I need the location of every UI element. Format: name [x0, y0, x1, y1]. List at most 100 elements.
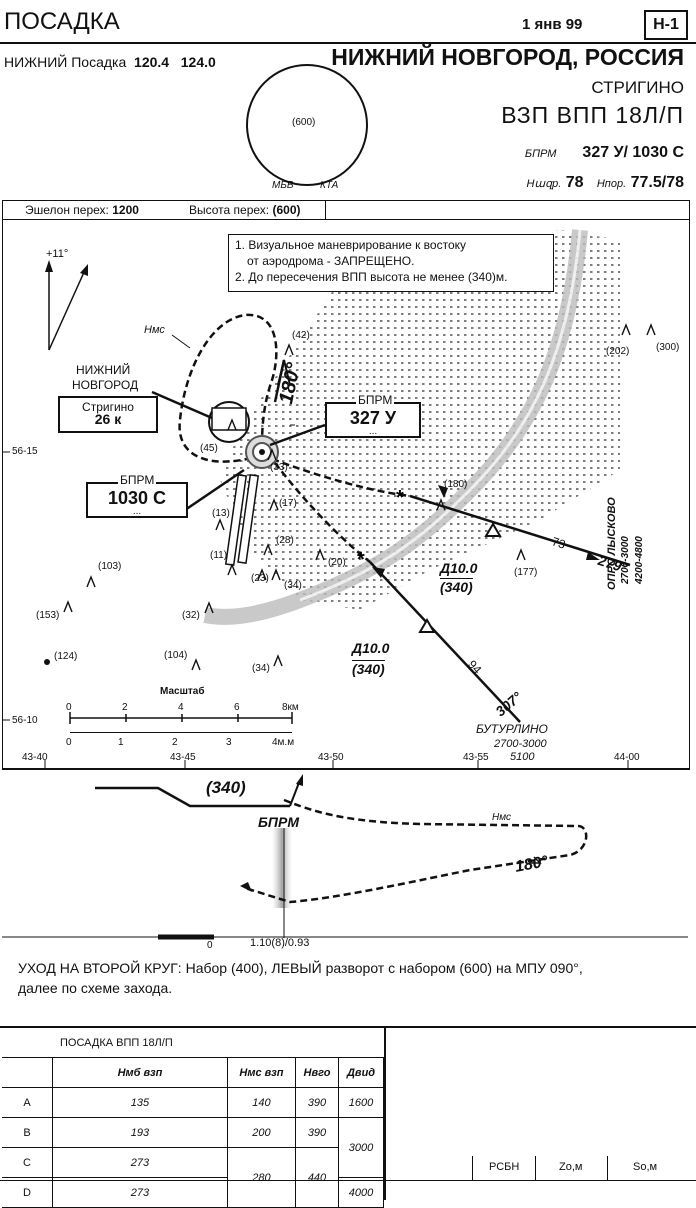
note-2: 2. До пересечения ВПП высота не менее (3… — [235, 270, 508, 284]
scale-km-8: 8км — [282, 702, 299, 713]
opors-lyskovo: ОПРС ЛЫСКОВО — [606, 480, 618, 590]
obstacle-17: (17) — [279, 498, 297, 509]
obstacle-124: (124) — [54, 651, 78, 662]
lon-4400: 44-00 — [614, 752, 640, 763]
obstacle-300: (300) — [656, 342, 680, 353]
obstacle-20: (20) — [328, 557, 346, 568]
profile-nms: Нмс — [492, 812, 511, 823]
runway-left — [224, 474, 248, 566]
obstacle-180: (180) — [444, 479, 468, 490]
fix-d10-south-alt: (340) — [352, 660, 385, 677]
minima-table: ПОСАДКА ВПП 18Л/П Нмб взп Нмс взп Нвго Д… — [2, 1028, 384, 1208]
frequency-row: НИЖНИЙ Посадка 120.4 124.0 — [4, 54, 216, 70]
city-box-distance: 26 к — [94, 411, 122, 427]
scale-nm-4: 4м.м — [272, 737, 295, 748]
col-dvid: Двид — [338, 1057, 384, 1088]
obstacle-153: (153) — [36, 610, 60, 621]
missed-approach-text: УХОД НА ВТОРОЙ КРУГ: Набор (400), ЛЕВЫЙ … — [18, 958, 583, 998]
minima-right-divider — [384, 1026, 386, 1200]
buturlino-alt2: 5100 — [510, 751, 535, 763]
city-box-name1: НИЖНИЙ — [76, 363, 131, 377]
missed-approach-line1: УХОД НА ВТОРОЙ КРУГ: Набор (400), ЛЕВЫЙ … — [18, 960, 583, 976]
page-bottom-line — [0, 1180, 696, 1181]
so-label: So,м — [633, 1161, 658, 1173]
track-buturlino — [369, 561, 521, 723]
buturlino-alt1: 2700-3000 — [494, 738, 547, 750]
obstacle-23: (23) — [251, 573, 269, 584]
runway-right — [237, 474, 260, 564]
col-ngo: Нвго — [294, 1057, 340, 1088]
echelon-value: 1200 — [112, 203, 139, 217]
opors-lyskovo-name: ОПРС ЛЫСКОВО — [606, 497, 618, 590]
magnetic-variation-arrow — [45, 260, 88, 351]
obstacle-34b: (34) — [252, 663, 270, 674]
scale-nm-1: 1 — [118, 737, 124, 748]
note-1b: от аэродрома - ЗАПРЕЩЕНО. — [247, 254, 415, 268]
frequency-2: 124.0 — [180, 54, 216, 70]
profile-view — [2, 774, 688, 940]
echelon-label: Эшелон перех: — [25, 203, 109, 217]
lon-4345: 43-45 — [170, 752, 196, 763]
frequency-label: НИЖНИЙ Посадка — [4, 54, 127, 70]
col-nmb: Нмб взп — [52, 1057, 228, 1088]
bprm-box-327-value: 327 У — [349, 408, 397, 428]
profile-bprm: БПРМ — [258, 814, 299, 830]
city-info-box: Стригино 26 к — [58, 396, 158, 433]
lon-4355: 43-55 — [463, 752, 489, 763]
obstacle-32: (32) — [182, 610, 200, 621]
track-lyskovo — [409, 494, 631, 567]
lat-top: 56-15 — [12, 446, 38, 457]
missed-approach-line2: далее по схеме захода. — [18, 980, 173, 996]
missed-approach-path — [244, 798, 588, 904]
fix-d10-east-label: Д10.0 — [440, 560, 478, 576]
scale-label: Масштаб — [160, 686, 205, 697]
variation-label: +11° — [46, 248, 69, 260]
note-1: 1. Визуальное маневрирование к востоку — [235, 238, 467, 252]
obstacle-103: (103) — [98, 561, 122, 572]
msa-altitude: (600) — [292, 117, 316, 128]
scale-km-4: 4 — [178, 702, 184, 713]
scale-nm-2: 2 — [172, 737, 178, 748]
elevations: Нազр. 78 Нпор. 77.5/78 — [526, 174, 684, 192]
opors-alt1: 2700-3000 — [620, 536, 631, 584]
profile-altitude: (340) — [206, 778, 246, 797]
obstacle-33: (33) — [270, 462, 288, 473]
notes-box: 1. Визуальное маневрирование к востоку о… — [228, 234, 554, 292]
transition-altitude-label: Высота перех: — [189, 203, 270, 217]
bprm-box-1030-label: БПРМ — [118, 473, 157, 487]
nazr-label: Нազр. — [526, 178, 562, 190]
fix-d10-south-label: Д10.0 — [352, 640, 390, 656]
bprm-box-1030-dots: ... — [132, 506, 142, 517]
npor-value: 77.5/78 — [630, 174, 684, 191]
minima-title: ПОСАДКА ВПП 18Л/П — [60, 1036, 173, 1049]
scale-km-6: 6 — [234, 702, 240, 713]
rsbn-label: РСБН — [489, 1161, 520, 1173]
obstacle-28: (28) — [276, 535, 294, 546]
bprm-box-327-dots: ... — [368, 426, 378, 437]
obstacle-11: (11) — [210, 550, 228, 561]
fix-d10-east-alt: (340) — [440, 578, 473, 595]
minima-divider — [0, 1026, 696, 1028]
lon-4340: 43-40 — [22, 752, 48, 763]
lat-bottom: 56-10 — [12, 715, 38, 726]
lon-4350: 43-50 — [318, 752, 344, 763]
opors-alt2: 4200-4800 — [634, 536, 645, 584]
city-name: НИЖНИЙ НОВГОРОД, РОССИЯ — [331, 44, 684, 70]
obstacle-13: (13) — [212, 508, 230, 519]
procedure-turn-path — [178, 313, 278, 463]
obstacle-45: (45) — [200, 443, 218, 454]
profile-distance: 1.10(8)/0.93 — [250, 937, 310, 949]
svg-text:*: * — [396, 487, 404, 509]
airport-name: СТРИГИНО — [591, 78, 684, 97]
nms-label: Нмс — [144, 324, 165, 336]
obstacle-34a: (34) — [284, 580, 302, 591]
buturlino-name: БУТУРЛИНО — [476, 722, 548, 736]
obstacle-104: (104) — [164, 650, 188, 661]
scale-km-0: 0 — [66, 702, 72, 713]
bprm-box-327-label: БПРМ — [356, 393, 395, 407]
header-divider — [0, 42, 696, 44]
obstacle-markers — [63, 323, 656, 671]
